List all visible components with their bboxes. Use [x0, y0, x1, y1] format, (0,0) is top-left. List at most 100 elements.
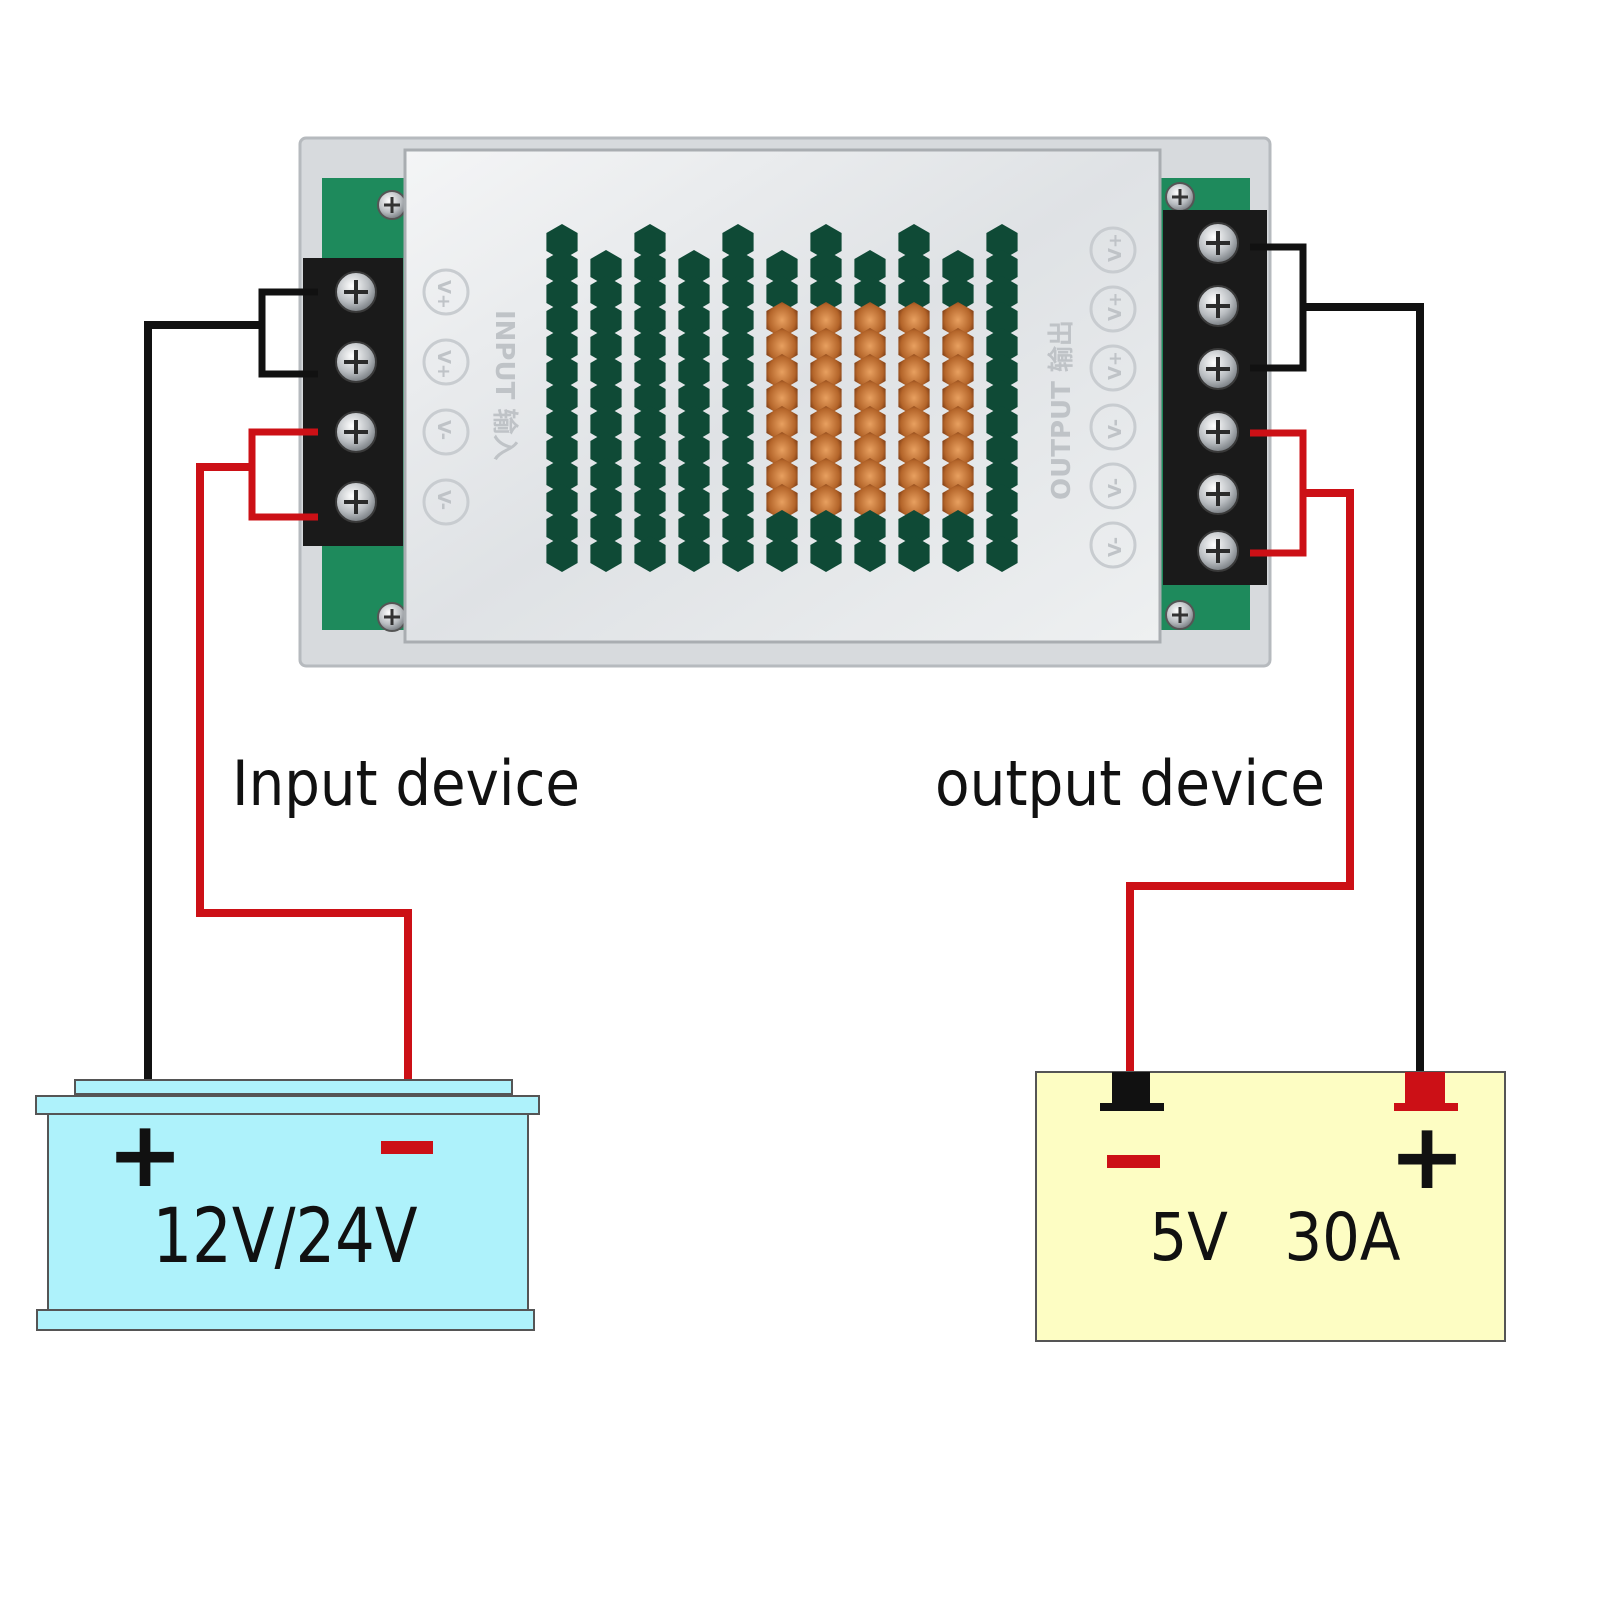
input-label: INPUT 输入	[489, 310, 520, 460]
svg-text:V-: V-	[1105, 478, 1126, 498]
vent-hole	[898, 406, 930, 442]
vent-hole	[810, 224, 842, 260]
vent-hole	[810, 510, 842, 546]
output-terminal-block	[1163, 210, 1267, 585]
vent-hole	[854, 380, 886, 416]
vent-hole	[722, 328, 754, 364]
vent-hole	[590, 536, 622, 572]
input-terminal-block	[303, 258, 403, 546]
vent-hole	[810, 250, 842, 286]
vent-hole	[942, 328, 974, 364]
vent-hole	[590, 432, 622, 468]
vent-hole	[810, 458, 842, 494]
vent-hole	[634, 354, 666, 390]
vent-hole	[942, 484, 974, 520]
terminal-screw-icon	[1197, 473, 1239, 515]
vent-hole	[634, 276, 666, 312]
vent-hole	[546, 380, 578, 416]
vent-hole	[722, 432, 754, 468]
vent-hole	[942, 250, 974, 286]
terminal-screw-icon	[1197, 530, 1239, 572]
load-body	[1035, 1071, 1506, 1342]
vent-hole	[854, 354, 886, 390]
vent-hole	[766, 380, 798, 416]
battery: + - 12V/24V	[35, 1079, 540, 1331]
terminal-screw-icon	[335, 481, 377, 523]
vent-hole	[898, 432, 930, 468]
terminal-screw-icon	[335, 341, 377, 383]
vent-hole	[986, 406, 1018, 442]
vent-hole	[766, 302, 798, 338]
vent-hole	[986, 302, 1018, 338]
vent-hole	[678, 380, 710, 416]
vent-hole	[810, 432, 842, 468]
vent-hole	[634, 432, 666, 468]
vent-hole	[722, 302, 754, 338]
vent-hole	[722, 380, 754, 416]
corner-screw-icon	[377, 190, 407, 220]
load-positive-terminal	[1405, 1072, 1445, 1104]
vent-hole	[546, 354, 578, 390]
vent-hole	[810, 406, 842, 442]
terminal-mark: V+	[422, 338, 470, 386]
vent-hole	[854, 536, 886, 572]
output-label: OUTPUT 输出	[1046, 320, 1077, 500]
vent-hole	[678, 510, 710, 546]
input-device-label: Input device	[232, 747, 580, 820]
terminal-screw-icon	[335, 411, 377, 453]
vent-hole	[942, 406, 974, 442]
vent-hole	[678, 406, 710, 442]
vent-hole	[546, 224, 578, 260]
vent-hole	[810, 302, 842, 338]
vent-hole	[986, 276, 1018, 312]
vent-hole	[590, 250, 622, 286]
terminal-screw-icon	[1197, 222, 1239, 264]
load-negative-terminal-base	[1100, 1103, 1164, 1111]
vent-hole	[942, 302, 974, 338]
terminal-mark: V+	[1089, 226, 1137, 274]
vent-hole	[678, 484, 710, 520]
wire-load-minus	[1126, 489, 1354, 1075]
vent-hole	[898, 380, 930, 416]
vent-grid	[546, 224, 1018, 572]
vent-hole	[722, 224, 754, 260]
vent-hole	[634, 328, 666, 364]
vent-hole	[898, 536, 930, 572]
vent-hole	[722, 354, 754, 390]
vent-hole	[986, 432, 1018, 468]
vent-hole	[678, 536, 710, 572]
vent-hole	[986, 250, 1018, 286]
svg-text:V+: V+	[1105, 233, 1126, 262]
vent-hole	[810, 328, 842, 364]
battery-body	[47, 1113, 529, 1311]
load-positive-terminal-base	[1394, 1103, 1458, 1111]
vent-hole	[634, 406, 666, 442]
battery-base	[36, 1309, 535, 1331]
converter-module: INPUT 输入 OUTPUT 输出 V+V+V-V- V+V+V+V-V-V-	[298, 136, 1272, 668]
input-positive-jumper	[248, 428, 318, 521]
vent-hole	[810, 484, 842, 520]
vent-hole	[810, 354, 842, 390]
vent-hole	[722, 510, 754, 546]
vent-hole	[546, 328, 578, 364]
vent-hole	[766, 536, 798, 572]
vent-hole	[590, 406, 622, 442]
vent-hole	[766, 250, 798, 286]
vent-hole	[722, 458, 754, 494]
vent-hole	[766, 276, 798, 312]
vent-hole	[898, 328, 930, 364]
vent-hole	[546, 250, 578, 286]
vent-hole	[546, 302, 578, 338]
terminal-screw-icon	[1197, 348, 1239, 390]
vent-hole	[810, 380, 842, 416]
svg-text:V+: V+	[433, 350, 454, 379]
load-negative-terminal	[1112, 1072, 1150, 1104]
vent-hole	[986, 354, 1018, 390]
vent-hole	[722, 276, 754, 312]
vent-hole	[546, 536, 578, 572]
vent-hole	[678, 276, 710, 312]
vent-hole	[766, 510, 798, 546]
vent-hole	[942, 458, 974, 494]
svg-text:V-: V-	[1105, 537, 1126, 557]
vent-hole	[898, 458, 930, 494]
